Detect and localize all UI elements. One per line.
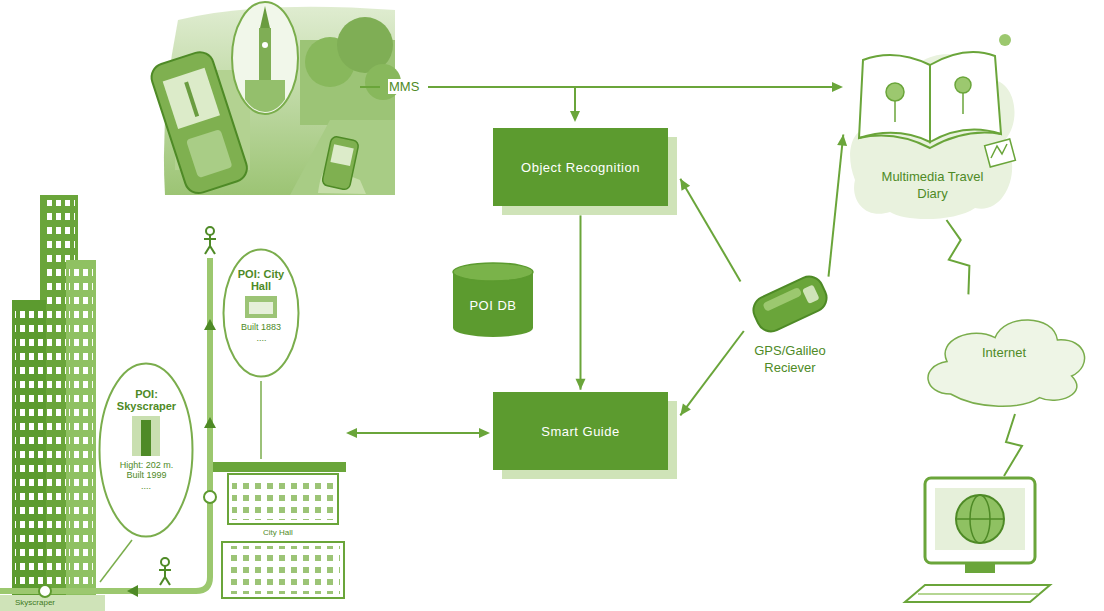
photo-card-sketch bbox=[991, 144, 1007, 158]
book-spine bbox=[859, 133, 1001, 148]
gps-body bbox=[749, 272, 831, 336]
lightning-connector bbox=[947, 220, 970, 294]
mms-label: MMS bbox=[388, 79, 420, 94]
poi-callout: POI: City HallBuilt 1883.... bbox=[222, 248, 300, 378]
node-label: Object Recognition bbox=[521, 160, 640, 175]
hand-phone bbox=[318, 136, 366, 194]
arrow-connector bbox=[576, 215, 586, 389]
process-box: Object Recognition bbox=[493, 128, 668, 206]
gps-highlight bbox=[762, 287, 802, 312]
database-cylinder: POI DB bbox=[452, 262, 534, 338]
gps-screen bbox=[802, 284, 820, 304]
node-label: Smart Guide bbox=[541, 424, 619, 439]
gps-receiver: GPS/Galileo Reciever bbox=[735, 272, 845, 390]
callout-shape bbox=[222, 248, 300, 378]
poi-detail: Hight: 202 m. Built 1999 bbox=[112, 460, 181, 480]
book-page bbox=[859, 55, 930, 142]
internet-cloud: Internet bbox=[915, 292, 1093, 412]
flower-stem bbox=[894, 101, 896, 122]
photo-card bbox=[985, 139, 1016, 167]
connector-line bbox=[829, 135, 844, 277]
connector-line bbox=[680, 179, 740, 282]
poi-photo-tower bbox=[141, 420, 151, 456]
poi-title: POI: Skyscraper bbox=[111, 388, 182, 412]
node-label: Internet bbox=[982, 345, 1026, 360]
double-arrow bbox=[346, 428, 490, 438]
arrow-connector bbox=[829, 135, 848, 277]
arrow-connector bbox=[680, 179, 740, 282]
skyscraper-drawing bbox=[0, 195, 105, 611]
arrow-head bbox=[576, 379, 586, 390]
flower-stem bbox=[962, 93, 964, 114]
poi-callout: POI: SkyscraperHight: 202 m. Built 1999.… bbox=[98, 362, 194, 538]
gps-case bbox=[749, 272, 831, 336]
book-page bbox=[930, 52, 1001, 142]
arrow-head bbox=[680, 404, 691, 416]
poi-title: POI: City Hall bbox=[232, 268, 290, 292]
poi-detail: .... bbox=[117, 481, 175, 491]
node-label: Multimedia Travel Diary bbox=[880, 168, 985, 202]
computer-drawing bbox=[905, 478, 1050, 602]
poi-photo bbox=[132, 416, 160, 456]
flower-sketch bbox=[955, 77, 971, 93]
node-label: POI DB bbox=[469, 298, 516, 313]
process-box: Smart Guide bbox=[493, 392, 668, 470]
arrow-head bbox=[680, 179, 690, 191]
cloud-outline bbox=[928, 320, 1085, 406]
connector-line bbox=[580, 215, 582, 389]
connector-line bbox=[680, 331, 744, 415]
arrow-connector bbox=[680, 331, 744, 415]
callout-ellipse bbox=[224, 250, 299, 377]
church-highlight bbox=[232, 2, 298, 114]
lightning-link bbox=[1004, 414, 1022, 476]
mobile-phone bbox=[148, 49, 251, 197]
node-label: GPS/Galileo Reciever bbox=[735, 342, 845, 376]
poi-photo-building bbox=[249, 302, 273, 314]
poi-detail: Built 1883 bbox=[233, 322, 289, 332]
poi-photo bbox=[245, 296, 277, 318]
flower-sketch bbox=[886, 83, 904, 101]
building-label: City Hall bbox=[262, 528, 294, 538]
walking-route bbox=[0, 258, 216, 597]
connector-line bbox=[947, 220, 970, 294]
callout-ellipse bbox=[100, 364, 193, 537]
flower-sketch bbox=[999, 34, 1011, 46]
travel-diary-cloud: Multimedia Travel Diary bbox=[845, 30, 1020, 220]
arrow-head bbox=[837, 135, 847, 146]
cylinder-top bbox=[453, 263, 533, 281]
arrow-head bbox=[570, 82, 843, 122]
mms-arrows bbox=[360, 87, 833, 112]
poi-detail: .... bbox=[238, 333, 285, 343]
city-hall-drawing bbox=[212, 462, 346, 598]
building-label: Skyscraper bbox=[14, 598, 56, 608]
